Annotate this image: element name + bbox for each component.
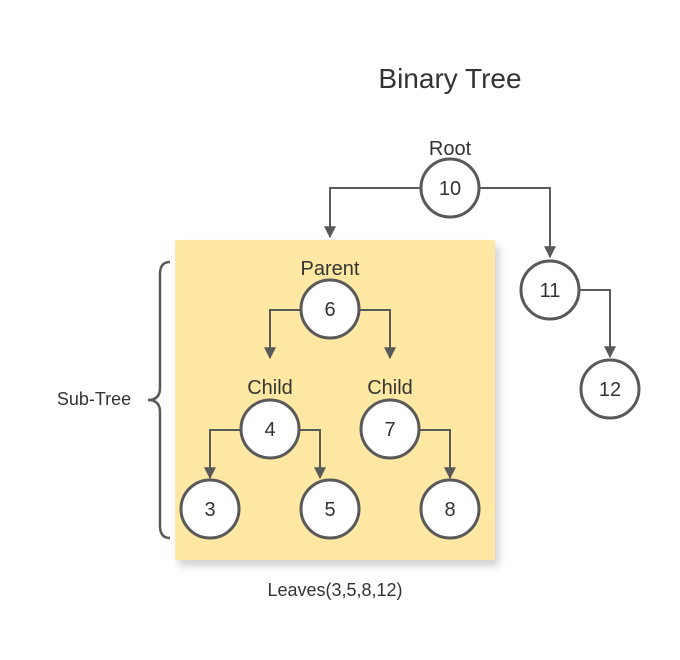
node-10-value: 10 — [439, 178, 461, 200]
edge-6-7 — [360, 309, 396, 360]
node-11-value: 11 — [540, 280, 561, 302]
subtree-brace — [147, 260, 171, 540]
node-7: 7 — [359, 398, 421, 460]
node-5-value: 5 — [324, 499, 335, 521]
node-11: 11 — [519, 259, 581, 321]
node-6-value: 6 — [324, 299, 335, 321]
node-6: 6 — [299, 278, 361, 340]
node-7-value: 7 — [384, 419, 395, 441]
node-3-value: 3 — [204, 499, 215, 521]
node-8: 8 — [419, 478, 481, 540]
node-4: 4 — [239, 398, 301, 460]
root-label: Root — [429, 138, 472, 160]
child-left-label: Child — [247, 377, 293, 399]
node-5: 5 — [299, 478, 361, 540]
node-3: 3 — [179, 478, 241, 540]
edge-4-5 — [300, 429, 326, 480]
edge-6-4 — [264, 309, 300, 360]
edge-4-3 — [204, 429, 240, 480]
node-12-value: 12 — [599, 379, 621, 401]
node-10: 10 — [419, 157, 481, 219]
node-8-value: 8 — [444, 499, 455, 521]
edge-7-8 — [420, 429, 456, 480]
leaves-label: Leaves(3,5,8,12) — [267, 580, 402, 600]
node-12: 12 — [579, 358, 641, 420]
node-4-value: 4 — [264, 419, 275, 441]
edge-10-6 — [324, 187, 420, 239]
subtree-label: Sub-Tree — [57, 389, 131, 409]
edge-10-11 — [480, 187, 556, 259]
edge-11-12 — [580, 289, 616, 359]
child-right-label: Child — [367, 377, 413, 399]
diagram-title: Binary Tree — [378, 63, 521, 94]
parent-label: Parent — [301, 258, 360, 280]
